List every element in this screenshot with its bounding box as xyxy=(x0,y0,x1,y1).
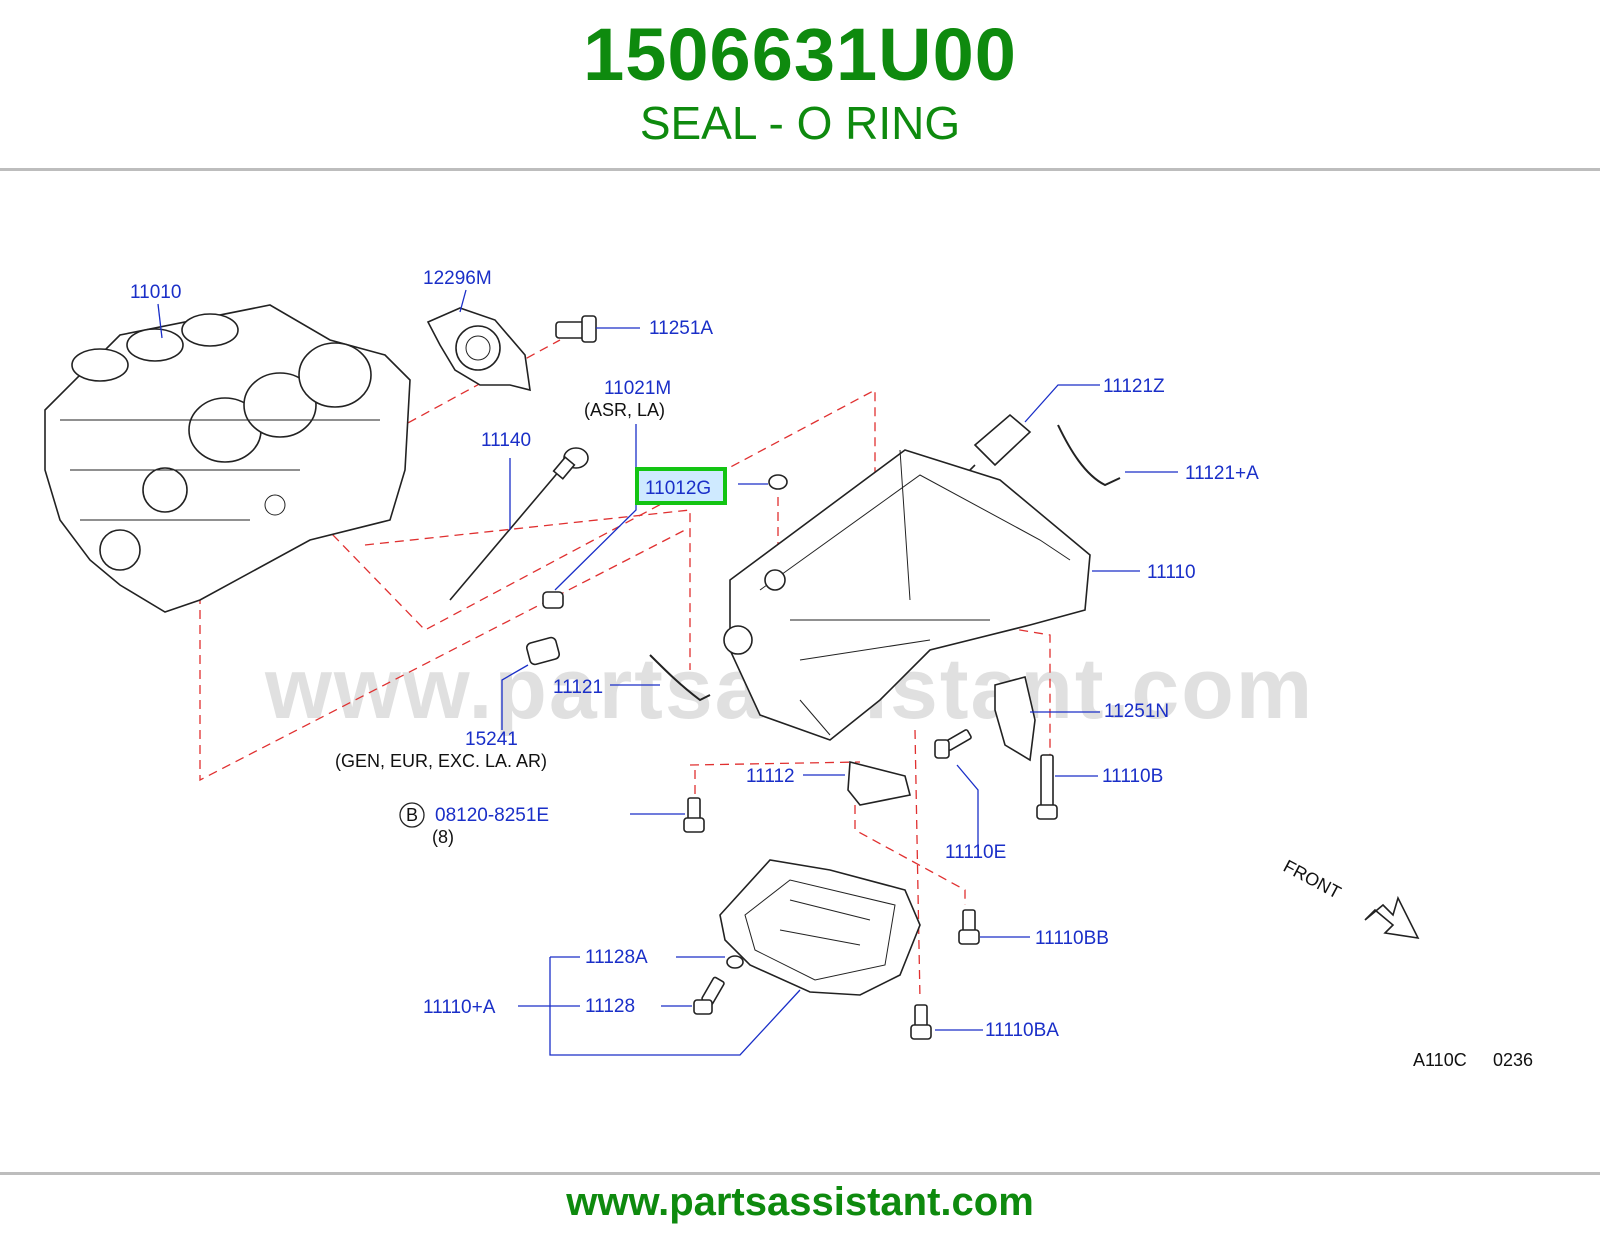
label-11128[interactable]: 11128 xyxy=(585,996,635,1017)
oil-level-sensor-part xyxy=(525,636,561,666)
lower-oil-pan-part xyxy=(719,859,921,996)
ref-number: 0236 xyxy=(1493,1050,1533,1070)
dipstick-part xyxy=(449,447,589,601)
label-11110E[interactable]: 11110E xyxy=(945,842,1006,863)
highlight-box xyxy=(635,467,727,505)
label-11010[interactable]: 11010 xyxy=(130,282,181,303)
parts-diagram: www.partsassistant.com xyxy=(44,268,1533,1070)
front-arrow-icon xyxy=(1364,895,1420,940)
note-15241: (GEN, EUR, EXC. LA. AR) xyxy=(335,751,547,771)
part-labels: 11010 12296M 11251A 11021M (ASR, LA) 111… xyxy=(130,268,1533,1070)
front-label: FRONT xyxy=(1280,856,1344,903)
engine-block-part xyxy=(44,304,411,613)
bolt-circle-icon xyxy=(399,802,425,828)
bolt-11251A-part xyxy=(555,315,597,343)
label-11110A[interactable]: 11110+A xyxy=(423,997,496,1018)
label-11021M[interactable]: 11021M xyxy=(604,378,671,399)
upper-oil-pan-part xyxy=(723,449,1091,741)
note-11021M: (ASR, LA) xyxy=(584,400,665,420)
part-number-title: 1506631U00 xyxy=(583,13,1017,96)
footer-divider xyxy=(0,1172,1600,1175)
bolt-circle-letter: B xyxy=(406,805,418,825)
label-11251A[interactable]: 11251A xyxy=(649,318,713,339)
label-11128A[interactable]: 11128A xyxy=(585,947,648,968)
label-11110B[interactable]: 11110B xyxy=(1102,766,1163,787)
leader-lines xyxy=(157,289,1178,1056)
label-11121A[interactable]: 11121+A xyxy=(1185,463,1259,484)
page-header: 1506631U00 SEAL - O RING xyxy=(0,0,1600,168)
qty-08120: (8) xyxy=(432,827,454,847)
label-11251N[interactable]: 11251N xyxy=(1104,701,1169,722)
o-ring-part xyxy=(768,474,788,490)
label-11110BA[interactable]: 11110BA xyxy=(985,1020,1059,1041)
label-11121Z[interactable]: 11121Z xyxy=(1103,376,1165,397)
header-divider xyxy=(0,168,1600,171)
rear-seal-retainer-part xyxy=(426,307,531,392)
gasket-11251N-part xyxy=(994,676,1036,762)
label-11110BB[interactable]: 11110BB xyxy=(1035,928,1109,949)
label-11112[interactable]: 11112 xyxy=(746,766,795,787)
label-12296M[interactable]: 12296M xyxy=(423,268,492,289)
footer-site-link[interactable]: www.partsassistant.com xyxy=(566,1180,1034,1224)
dipstick-guide-cap-part xyxy=(542,591,564,609)
drain-washer-part xyxy=(726,955,744,969)
label-11121[interactable]: 11121 xyxy=(553,677,603,698)
label-11110[interactable]: 11110 xyxy=(1147,562,1196,583)
label-08120-8251E[interactable]: 08120-8251E xyxy=(435,805,549,826)
side-seal-11121-part xyxy=(649,654,711,702)
bolts-group xyxy=(683,729,1058,1040)
label-11012G-highlighted[interactable]: 11012G xyxy=(645,478,711,499)
label-15241[interactable]: 15241 xyxy=(465,729,518,750)
label-11140[interactable]: 11140 xyxy=(481,430,531,451)
gasket-11121A-part xyxy=(1057,424,1121,487)
ref-code: A110C xyxy=(1413,1050,1467,1070)
baffle-bracket-part xyxy=(847,760,911,806)
part-name-subtitle: SEAL - O RING xyxy=(639,97,961,149)
